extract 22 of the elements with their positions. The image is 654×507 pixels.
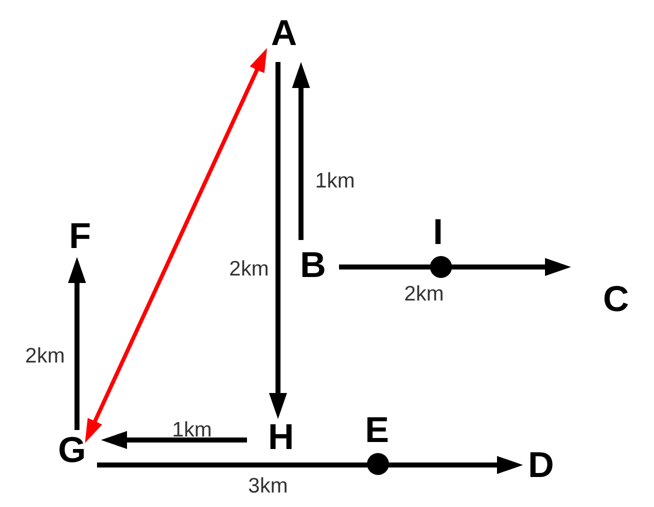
point-label: G (58, 432, 86, 468)
arrow (269, 62, 287, 419)
point-label: I (433, 214, 443, 250)
arrow (292, 62, 310, 240)
edge-label: 1km (315, 170, 355, 192)
edge-label: 2km (229, 258, 269, 279)
point-label: A (271, 15, 297, 51)
arrow (101, 431, 247, 449)
edge-label: 1km (172, 420, 212, 440)
edge-label: 2km (404, 284, 444, 304)
point-label: E (365, 412, 389, 448)
point-label: H (268, 419, 294, 455)
point-label: C (603, 281, 629, 317)
edge-label: 3km (248, 476, 288, 496)
point-label: F (69, 218, 91, 254)
point-label: D (528, 447, 554, 483)
arrow (97, 456, 523, 474)
double-headed-arrow (84, 48, 268, 443)
point-label: B (300, 247, 326, 283)
edge-label: 2km (25, 345, 65, 366)
arrow (339, 258, 571, 276)
arrow (68, 257, 86, 430)
